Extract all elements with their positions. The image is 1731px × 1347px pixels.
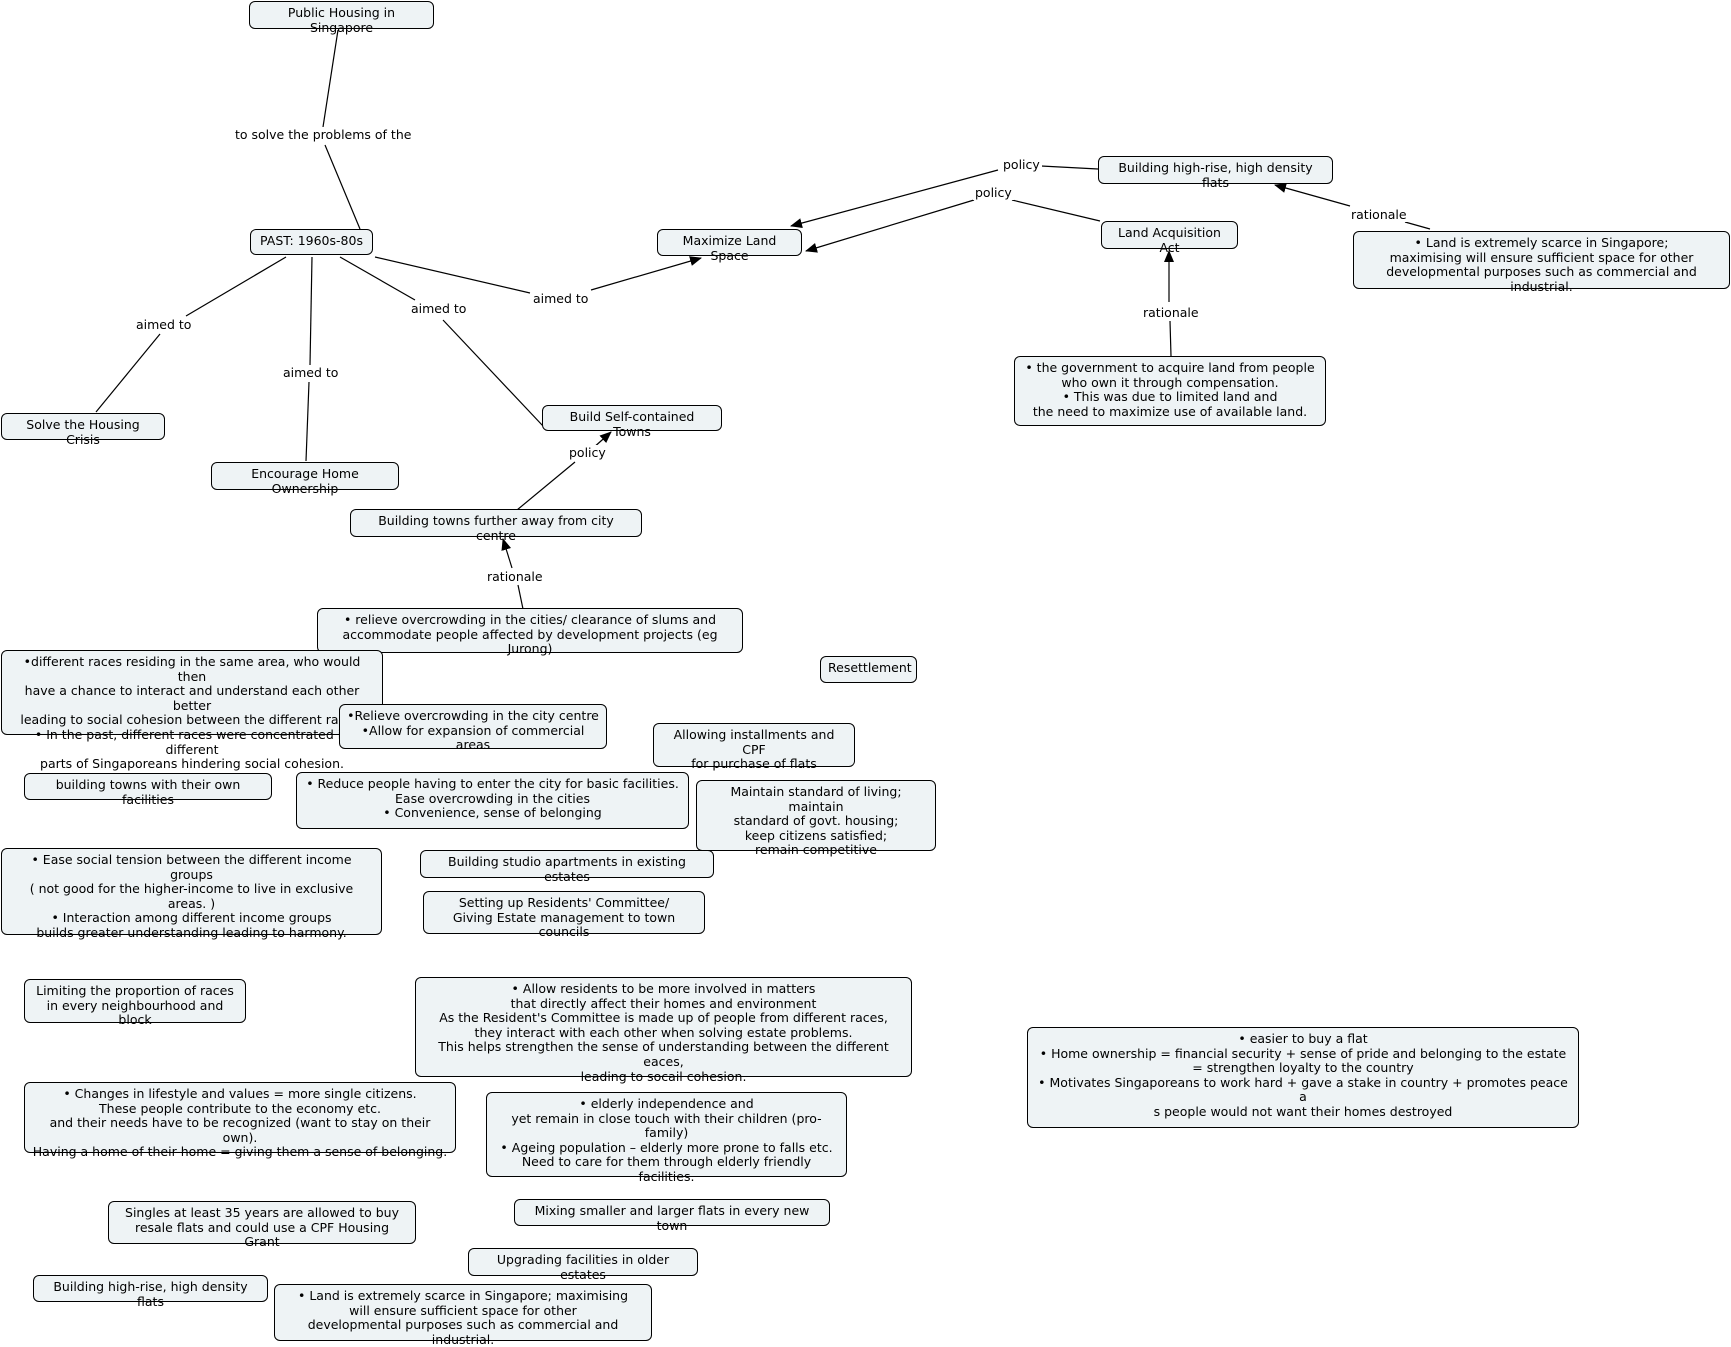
concept-installments-cpf[interactable]: Allowing installments and CPF for purcha…: [653, 723, 855, 771]
arrow-policy1-to-maximize: [790, 169, 999, 228]
concept-maximize-land-space[interactable]: Maximize Land Space: [657, 229, 802, 262]
line-bhr-to-policy1: [1040, 165, 1099, 170]
concept-high-rise-flats-bottom[interactable]: Building high-rise, high density flats: [33, 1275, 268, 1308]
concept-elderly-independence[interactable]: • elderly independence and yet remain in…: [486, 1092, 847, 1184]
concept-residents-committee[interactable]: Setting up Residents' Committee/ Giving …: [423, 891, 705, 939]
line-scarce-to-rationale1: [1404, 221, 1431, 230]
concept-solve-housing-crisis[interactable]: Solve the Housing Crisis: [1, 413, 165, 446]
link-label-policy: policy: [1001, 157, 1042, 172]
arrow-policy2-to-maximize: [805, 199, 975, 253]
link-label-aimed-to: aimed to: [531, 291, 591, 306]
concept-resident-involvement[interactable]: • Allow residents to be more involved in…: [415, 977, 912, 1083]
link-label-aimed-to: aimed to: [281, 365, 341, 380]
line-past-to-aimed4: [374, 256, 531, 294]
link-label-rationale: rationale: [1349, 207, 1409, 222]
line-aimed1-to-crisis: [95, 333, 161, 413]
line-aimed3-to-towns: [442, 319, 544, 427]
link-label-rationale: rationale: [1141, 305, 1201, 320]
link-label-solve-problems: to solve the problems of the: [233, 127, 414, 142]
concept-land-scarce-bottom[interactable]: • Land is extremely scarce in Singapore;…: [274, 1284, 652, 1347]
concept-singles-resale-flats[interactable]: Singles at least 35 years are allowed to…: [108, 1201, 416, 1249]
link-label-rationale: rationale: [485, 569, 545, 584]
line-relieve-to-rationale3: [517, 584, 524, 610]
concept-relieve-city-centre[interactable]: •Relieve overcrowding in the city centre…: [339, 704, 607, 752]
concept-easier-to-buy[interactable]: • easier to buy a flat • Home ownership …: [1027, 1027, 1579, 1128]
arrow-rationale3-to-towns-away: [501, 538, 513, 569]
line-aimed2-to-encourage: [305, 381, 310, 462]
concept-resettlement[interactable]: Resettlement: [820, 656, 917, 683]
line-label-to-past: [324, 144, 361, 230]
concept-land-scarce[interactable]: • Land is extremely scarce in Singapore;…: [1353, 231, 1730, 294]
concept-studio-apartments[interactable]: Building studio apartments in existing e…: [420, 850, 714, 883]
concept-mixing-flats[interactable]: Mixing smaller and larger flats in every…: [514, 1199, 830, 1232]
concept-towns-away-from-centre[interactable]: Building towns further away from city ce…: [350, 509, 642, 542]
line-past-to-aimed2: [309, 256, 313, 366]
link-label-policy: policy: [973, 185, 1014, 200]
concept-relieve-overcrowding-slums[interactable]: • relieve overcrowding in the cities/ cl…: [317, 608, 743, 656]
concept-maintain-standard[interactable]: Maintain standard of living; maintain st…: [696, 780, 936, 857]
concept-own-facilities[interactable]: building towns with their own facilities: [24, 773, 272, 806]
concept-limiting-races-proportion[interactable]: Limiting the proportion of races in ever…: [24, 979, 246, 1027]
line-towns-away-to-policy3: [516, 461, 576, 511]
line-title-to-label: [322, 29, 339, 128]
concept-reduce-people-entering-city[interactable]: • Reduce people having to enter the city…: [296, 772, 689, 829]
line-past-to-aimed3: [339, 256, 416, 301]
concept-upgrading-facilities[interactable]: Upgrading facilities in older estates: [468, 1248, 698, 1281]
arrow-aimed4-to-maximize: [590, 256, 702, 291]
concept-past-period[interactable]: PAST: 1960s-80s: [250, 229, 373, 255]
link-label-policy: policy: [567, 445, 608, 460]
link-label-aimed-to: aimed to: [134, 317, 194, 332]
concept-high-rise-flats[interactable]: Building high-rise, high density flats: [1098, 156, 1333, 189]
line-gov-to-rationale2: [1169, 320, 1172, 357]
concept-ease-social-tension[interactable]: • Ease social tension between the differ…: [1, 848, 382, 940]
concept-encourage-home-ownership[interactable]: Encourage Home Ownership: [211, 462, 399, 495]
concept-different-races[interactable]: •different races residing in the same ar…: [1, 650, 383, 771]
concept-public-housing[interactable]: Public Housing in Singapore: [249, 1, 434, 34]
line-past-to-aimed1: [185, 256, 287, 317]
line-laa-to-policy2: [1011, 199, 1101, 222]
link-label-aimed-to: aimed to: [409, 301, 469, 316]
concept-land-acquisition-act[interactable]: Land Acquisition Act: [1101, 221, 1238, 254]
concept-self-contained-towns[interactable]: Build Self-contained Towns: [542, 405, 722, 438]
concept-lifestyle-changes[interactable]: • Changes in lifestyle and values = more…: [24, 1082, 456, 1159]
arrow-rationale1-to-bhr: [1274, 183, 1351, 207]
concept-government-acquire-land[interactable]: • the government to acquire land from pe…: [1014, 356, 1326, 426]
